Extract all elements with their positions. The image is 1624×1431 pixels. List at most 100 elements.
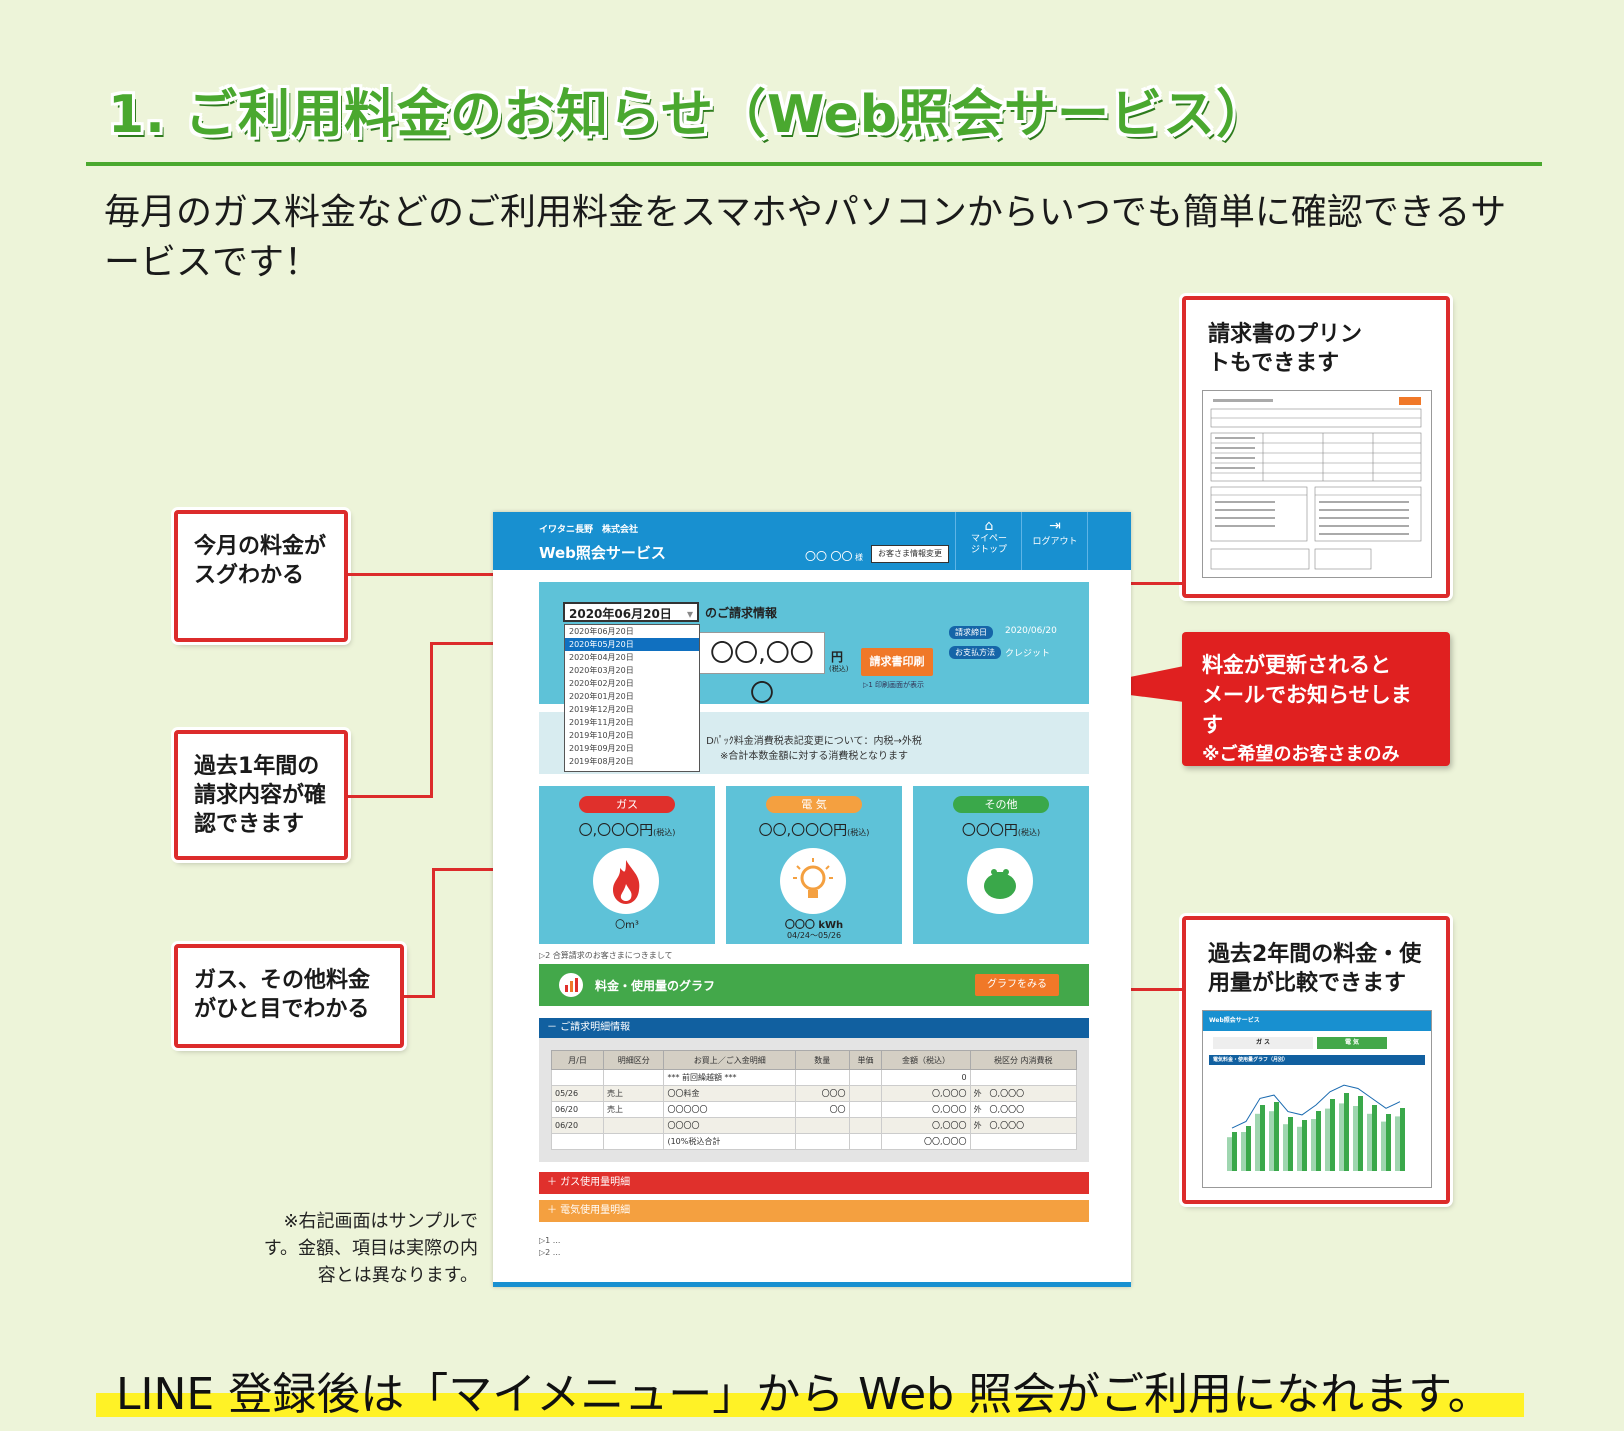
header-spacer [1087,512,1131,570]
gas-tax: (税込) [653,828,676,837]
invoice-thumbnail [1202,390,1432,578]
thumb-bar [1358,1096,1363,1171]
logout-button[interactable]: ⇥ ログアウト [1021,512,1088,570]
table-header-row: 月/日明細区分お買上／ご入金明細数量単価金額（税込）税区分 内消費税 [551,1050,1078,1070]
callout-mail: 料金が更新されると メールでお知らせします ※ご希望のお客さまのみ [1182,632,1450,766]
change-info-button[interactable]: お客さま情報変更 [871,545,949,563]
table-cell: (10%税込合計 [663,1133,796,1150]
date-option[interactable]: 2019年11月20日 [569,718,634,727]
callout-mail-note: ※ご希望のお客さまのみ [1202,744,1400,765]
other-card[interactable]: その他 〇〇〇円(税込) [913,786,1089,944]
company-name: イワタニ長野 株式会社 [539,525,639,535]
callout-compare: 過去2年間の料金・使用量が比較できます Web照会サービス ガ ス 電 気 電気… [1182,916,1450,1204]
electric-amount-value: 〇〇,〇〇〇円 [758,823,848,839]
connector-gas-other [404,995,434,998]
billing-info-label: のご請求情報 [705,606,778,620]
table-cell [602,1117,665,1134]
gas-detail-accordion[interactable]: ＋ ガス使用量明細 [539,1172,1089,1194]
date-option[interactable]: 2019年10月20日 [569,731,634,740]
honorific: 様 [855,553,863,562]
web-service-screenshot: イワタニ長野 株式会社 Web照会サービス 〇〇 〇〇 様 お客さま情報変更 ⌂… [493,512,1131,1287]
electric-detail-accordion[interactable]: ＋ 電気使用量明細 [539,1200,1089,1222]
service-title: Web照会サービス [539,544,666,562]
detail-header[interactable]: － ご請求明細情報 [539,1018,1089,1038]
thumb-bar [1246,1126,1251,1171]
date-option[interactable]: 2019年08月20日 [569,757,634,766]
date-option[interactable]: 2020年06月20日 [569,627,634,636]
thumb-bar [1344,1093,1349,1171]
gas-usage: 〇m³ [615,920,639,931]
other-label: その他 [953,796,1049,813]
logout-icon: ⇥ [1049,518,1061,534]
table-cell: *** 前回繰越額 *** [663,1069,796,1086]
table-cell: 0 [881,1069,971,1086]
table-cell: 売上 [602,1101,665,1118]
date-option[interactable]: 2020年02月20日 [569,679,634,688]
lightbulb-icon [780,848,846,914]
callout-print: 請求書のプリントもできます [1182,296,1450,598]
thumb-bar [1269,1111,1274,1171]
mypage-label: マイページトップ [970,534,1007,555]
note-2: ▷2 合算請求のお客さまにつきまして [539,951,673,960]
page-heading: 1. ご利用料金のお知らせ（Web照会サービス） [108,85,1269,145]
thumb-bar [1395,1116,1400,1171]
thumb-bar [1241,1132,1246,1171]
gas-amount: 〇,〇〇〇円(税込) [539,820,715,840]
table-header-cell: 月/日 [551,1050,604,1070]
view-graph-button[interactable]: グラフをみる [975,974,1059,996]
print-invoice-button[interactable]: 請求書印刷 [861,648,933,676]
thumb-bar [1367,1113,1372,1171]
gas-label: ガス [579,796,675,813]
date-option[interactable]: 2020年03月20日 [569,666,634,675]
date-select[interactable]: 2020年06月20日 ▾ [563,602,699,622]
screenshot-footer-bar [493,1282,1131,1287]
callout-this-month: 今月の料金がスグわかる [174,510,348,642]
table-header-cell: 単価 [848,1050,883,1070]
bottom-highlight [96,1393,1524,1417]
table-cell [848,1117,883,1134]
date-option[interactable]: 2019年12月20日 [569,705,634,714]
sample-note: ※右記画面はサンプルです。金額、項目は実際の内容とは異なります。 [263,1211,478,1286]
mypage-button[interactable]: ⌂ マイページトップ [955,512,1022,570]
thumb-bar [1302,1120,1307,1171]
thumb-bar [1274,1102,1279,1171]
table-cell: 〇,〇〇〇 [881,1117,971,1134]
date-option[interactable]: 2019年09月20日 [569,744,634,753]
table-row: (10%税込合計 〇〇,〇〇〇 [551,1133,1078,1150]
table-cell: 〇,〇〇〇 [881,1101,971,1118]
other-amount: 〇〇〇円(税込) [913,820,1089,840]
date-option[interactable]: 2020年01月20日 [569,692,634,701]
electric-tax: (税込) [847,828,870,837]
electric-card[interactable]: 電 気 〇〇,〇〇〇円(税込) 〇〇〇 kWh 04/24〜05/26 [726,786,902,944]
date-option[interactable]: 2020年04月20日 [569,653,634,662]
table-cell [794,1069,850,1086]
date-option[interactable]: 2020年05月20日 [565,638,699,651]
thumb-bar [1386,1114,1391,1171]
table-header-cell: 数量 [794,1050,850,1070]
customer-name: 〇〇 〇〇 [805,550,853,563]
thumb-bar-chart [1227,1084,1405,1171]
table-cell [551,1069,604,1086]
thumb-bar [1372,1105,1377,1171]
print-hint: ▷1 印刷画面が表示 [863,681,925,689]
billing-detail-table: 月/日明細区分お買上／ご入金明細数量単価金額（税込）税区分 内消費税 *** 前… [551,1050,1078,1150]
table-cell [602,1133,665,1150]
date-dropdown-list[interactable]: 2020年06月20日 2020年05月20日 2020年04月20日 2020年03… [564,624,700,772]
table-cell: 〇〇,〇〇〇 [881,1133,971,1150]
other-tax: (税込) [1017,828,1041,837]
table-cell: 〇〇料金 [663,1085,796,1102]
billing-amount: 〇〇,〇〇〇 [699,632,825,707]
thumb-bar [1339,1103,1344,1171]
tax-included-label: (税込) [829,665,849,673]
bottom-message: LINE 登録後は「マイメニュー」から Web 照会がご利用になれます。 [116,1369,1492,1420]
table-cell: 06/20 [551,1101,604,1118]
gas-card[interactable]: ガス 〇,〇〇〇円(税込) 〇m³ [539,786,715,944]
footnote-2: ▷2 ... [539,1248,561,1257]
flame-icon [593,848,659,914]
thumb-bar [1232,1132,1237,1171]
footnote-1: ▷1 ... [539,1236,561,1245]
graph-title: 料金・使用量のグラフ [595,979,716,993]
graph-section: 料金・使用量のグラフ グラフをみる [539,964,1089,1006]
